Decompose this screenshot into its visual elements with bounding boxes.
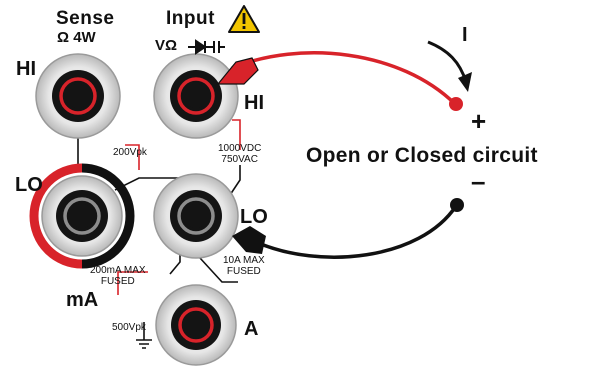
black-test-lead [232, 198, 464, 259]
sense-lo-ma-jack[interactable] [29, 163, 135, 269]
rating-10a: 10A MAX FUSED [223, 255, 265, 277]
sense-title: Sense [56, 8, 115, 29]
minus-sign: – [471, 166, 486, 196]
diode-capacitor-icon [188, 39, 225, 55]
amp-jack[interactable] [155, 284, 237, 366]
hi-left-label: HI [16, 58, 36, 80]
input-subtitle: VΩ [155, 37, 178, 54]
ma-label: mA [66, 289, 99, 311]
amp-label: A [244, 318, 259, 340]
red-test-lead [216, 51, 463, 111]
warning-icon [228, 5, 260, 33]
input-hi-jack[interactable] [153, 53, 239, 139]
sense-subtitle: Ω 4W [57, 29, 96, 46]
input-lo-jack[interactable] [153, 173, 239, 259]
hi-right-label: HI [244, 92, 264, 114]
circuit-label: Open or Closed circuit [306, 144, 538, 167]
rating-1000vdc: 1000VDC 750VAC [218, 143, 262, 165]
current-label: I [462, 24, 468, 46]
lo-left-label: LO [15, 174, 43, 196]
current-arrow-icon [427, 40, 472, 92]
lo-right-label: LO [240, 206, 268, 228]
rating-500vpk: 500Vpk [112, 322, 146, 333]
rating-200ma: 200mA MAX FUSED [90, 265, 146, 287]
input-title: Input [166, 8, 215, 29]
rating-200vpk: 200Vpk [113, 147, 147, 158]
sense-hi-jack[interactable] [35, 53, 121, 139]
plus-sign: + [471, 106, 487, 136]
